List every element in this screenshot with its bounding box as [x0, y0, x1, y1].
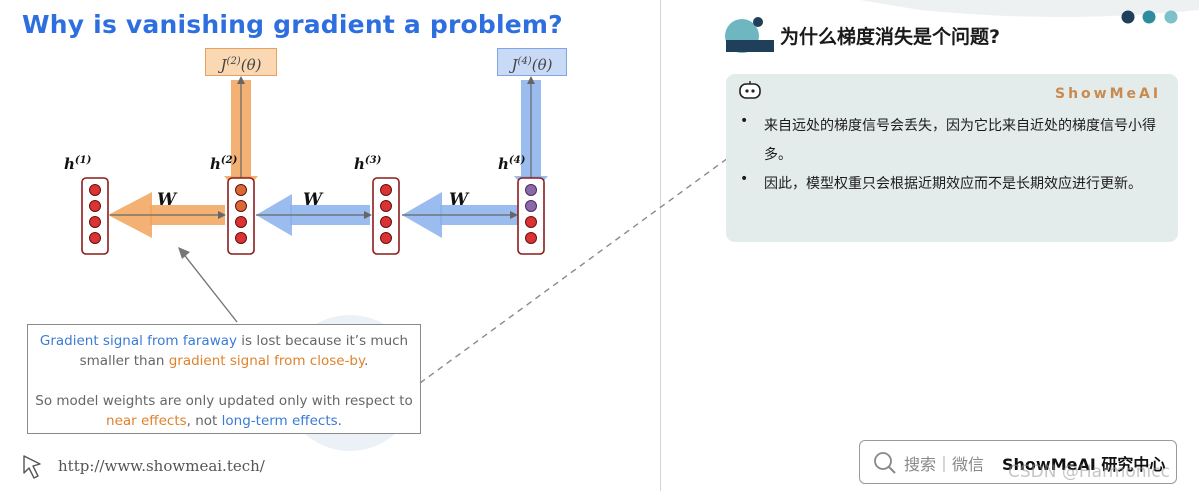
loss-label-j2: J(2)(θ)	[205, 48, 277, 76]
title-decoration-icon	[725, 17, 774, 53]
search-text: 搜索｜微信	[904, 455, 985, 474]
hidden-cell-h2	[227, 177, 255, 255]
callout-line-2: smaller than gradient signal from close-…	[79, 353, 369, 369]
bullet-dot-2: •	[740, 171, 749, 187]
hidden-label-h2: h(2)	[210, 155, 238, 173]
hidden-label-h4: h(4)	[498, 155, 526, 173]
top-decoration	[860, 0, 1199, 17]
hidden-label-h3: h(3)	[354, 155, 382, 173]
hidden-cell-h3	[372, 177, 400, 255]
hidden-label-h1: h(1)	[64, 155, 92, 173]
slide-title: Why is vanishing gradient a problem?	[22, 10, 563, 39]
weight-label-2: W	[303, 190, 323, 210]
weight-label-3: W	[449, 190, 469, 210]
callout-line-3: So model weights are only updated only w…	[35, 393, 413, 409]
search-bar[interactable]	[859, 440, 1177, 484]
loss-label-j4: J(4)(θ)	[497, 48, 567, 76]
website-url[interactable]: http://www.showmeai.tech/	[58, 457, 265, 475]
panel-title: 为什么梯度消失是个问题?	[780, 26, 1001, 48]
notes-card	[726, 74, 1178, 242]
decoration-dots	[1121, 10, 1178, 24]
bullet-text-1: 来自远处的梯度信号会丢失，因为它比来自近处的梯度信号小得多。	[764, 118, 1156, 163]
bullet-text-2: 因此，模型权重只会根据近期效应而不是长期效应进行更新。	[764, 176, 1142, 192]
bullet-dot-1: •	[740, 113, 749, 129]
callout-line-4: near effects, not long-term effects.	[106, 413, 342, 429]
search-brand: ShowMeAI 研究中心	[1002, 455, 1166, 474]
callout-pointer	[181, 251, 238, 323]
cursor-icon	[23, 455, 41, 479]
search-icon	[874, 452, 896, 474]
weight-label-1: W	[157, 190, 177, 210]
left-slide: Why is vanishing gradient a problem?	[22, 0, 661, 491]
callout-line-1: Gradient signal from faraway is lost bec…	[39, 333, 409, 349]
hidden-cell-h1	[81, 177, 109, 255]
callout-box: Gradient signal from faraway is lost bec…	[27, 324, 421, 434]
watermark: CSDN @Harmonicc	[1008, 462, 1170, 482]
robot-face-icon	[739, 81, 761, 99]
brand-label: ShowMeAI	[1055, 86, 1162, 102]
hidden-cell-h4	[517, 177, 545, 255]
